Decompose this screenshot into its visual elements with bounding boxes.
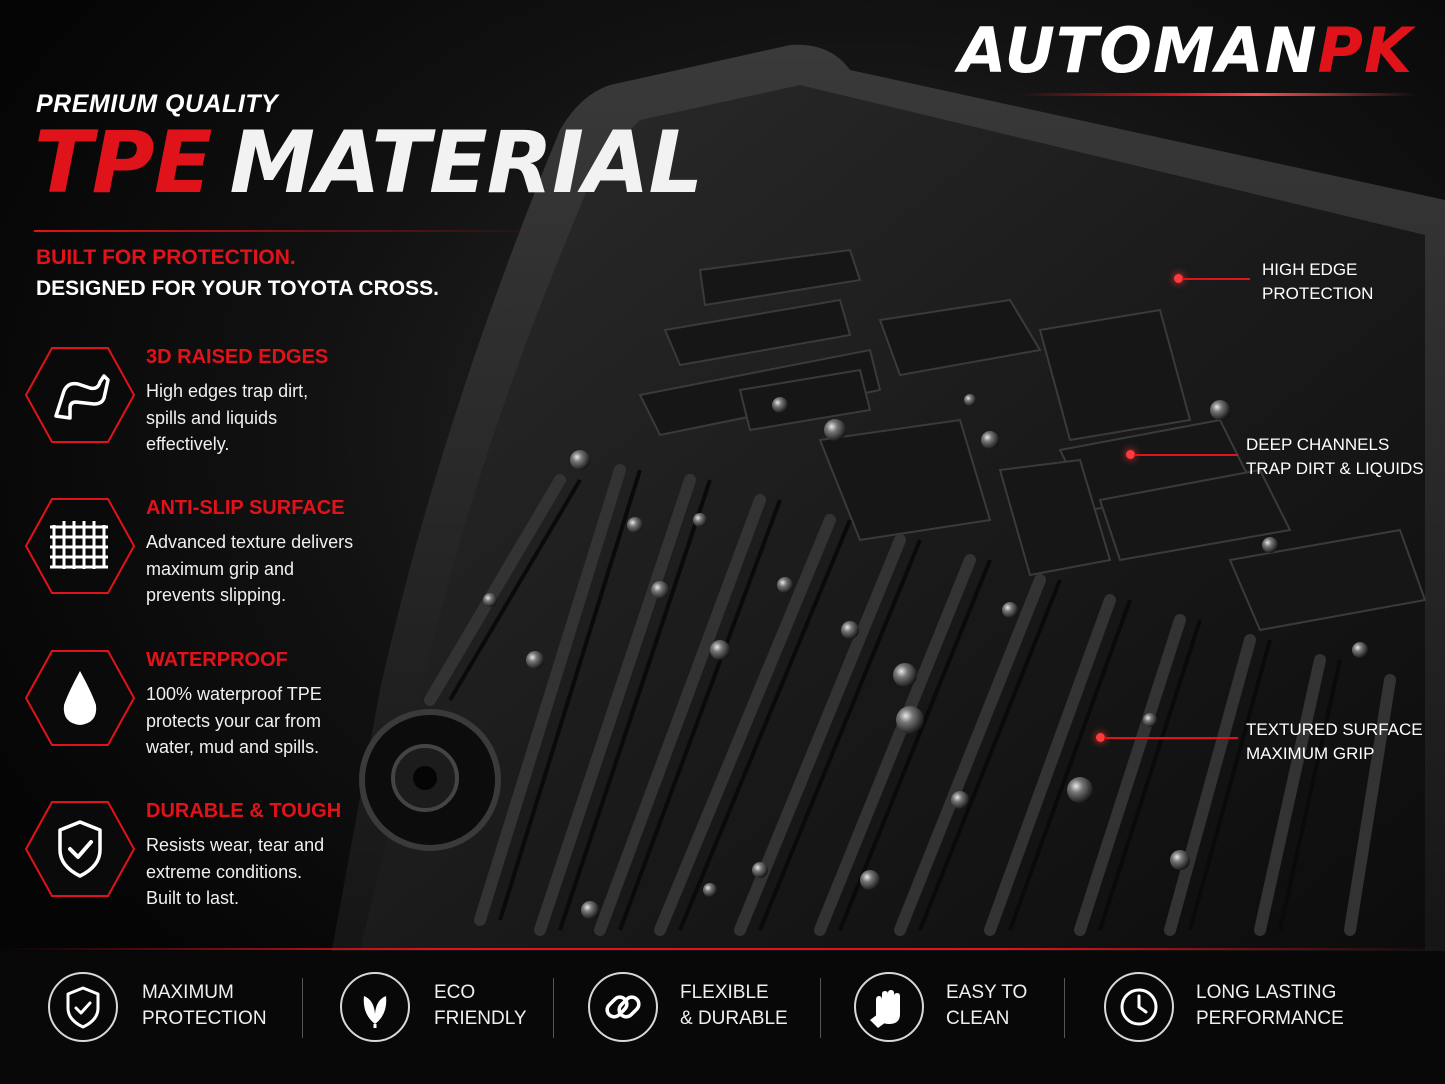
callout-textured-surface: TEXTURED SURFACE MAXIMUM GRIP (1246, 718, 1423, 766)
feature-title: DURABLE & TOUGH (146, 800, 342, 822)
callout-line (1134, 454, 1238, 456)
feature-line: prevents slipping. (146, 585, 287, 605)
benefit-label: FLEXIBLE & DURABLE (680, 980, 788, 1032)
benefit-easy-to-clean: EASY TO CLEAN (854, 968, 1054, 1048)
feature-title: WATERPROOF (146, 649, 288, 671)
feature-line: extreme conditions. (146, 861, 303, 882)
callout-dot (1096, 733, 1105, 742)
feature-line: maximum grip and (146, 558, 295, 579)
callout-line-text: HIGH EDGE (1262, 260, 1358, 279)
callout-line-text: MAXIMUM GRIP (1246, 744, 1375, 763)
benefit-line: PROTECTION (142, 1008, 267, 1029)
feature-line: spills and liquids (146, 407, 278, 428)
callout-high-edge: HIGH EDGE PROTECTION (1262, 258, 1373, 306)
premium-label: PREMIUM QUALITY (36, 90, 279, 118)
benefit-label: ECO FRIENDLY (434, 980, 527, 1032)
feature-description: High edges trap dirt, spills and liquids… (146, 378, 386, 458)
hand-wipe-icon (854, 972, 924, 1042)
benefit-label: LONG LASTING PERFORMANCE (1196, 980, 1344, 1032)
benefit-eco-friendly: ECO FRIENDLY (340, 968, 540, 1048)
chain-link-icon (588, 972, 658, 1042)
separator (302, 978, 303, 1038)
separator (1064, 978, 1065, 1038)
feature-description: 100% waterproof TPE protects your car fr… (146, 681, 386, 761)
brand-name-part2: PK (1317, 14, 1413, 87)
benefit-line: FRIENDLY (434, 1008, 527, 1029)
callout-line (1182, 278, 1250, 280)
feature-title: 3D RAISED EDGES (146, 346, 329, 368)
headline-white: MATERIAL (229, 113, 703, 213)
benefit-label: EASY TO CLEAN (946, 980, 1027, 1032)
brand-underline (1017, 93, 1417, 96)
feature-title: ANTI-SLIP SURFACE (146, 497, 345, 519)
tagline-white: DESIGNED FOR YOUR TOYOTA CROSS. (36, 277, 439, 300)
shield-check-icon (48, 972, 118, 1042)
feature-description: Resists wear, tear and extreme condition… (146, 832, 386, 912)
feature-line: effectively. (146, 434, 230, 454)
callout-dot (1126, 450, 1135, 459)
feature-line: Built to last. (146, 888, 240, 908)
callout-line-text: PROTECTION (1262, 284, 1374, 303)
feature-line: High edges trap dirt, (146, 381, 309, 401)
benefit-line: EASY TO (946, 982, 1028, 1003)
benefit-flexible-durable: FLEXIBLE & DURABLE (588, 968, 808, 1048)
brand-name-part1: AUTOMAN (958, 14, 1318, 87)
feature-line: 100% waterproof TPE (146, 684, 322, 704)
benefit-line: ECO (434, 982, 476, 1003)
grid-texture-icon (24, 498, 136, 594)
callout-line-text: DEEP CHANNELS (1246, 435, 1390, 454)
separator (820, 978, 821, 1038)
benefit-line: PERFORMANCE (1196, 1008, 1344, 1029)
bottom-divider (0, 948, 1445, 950)
tagline-red: BUILT FOR PROTECTION. (36, 246, 296, 269)
feature-line: water, mud and spills. (146, 737, 320, 757)
benefit-label: MAXIMUM PROTECTION (142, 980, 267, 1032)
clock-icon (1104, 972, 1174, 1042)
benefit-long-lasting: LONG LASTING PERFORMANCE (1104, 968, 1364, 1048)
leaf-icon (340, 972, 410, 1042)
water-drop-icon (24, 650, 136, 746)
benefit-line: LONG LASTING (1196, 982, 1337, 1003)
benefit-line: & DURABLE (680, 1008, 788, 1029)
headline-red: TPE (34, 113, 212, 213)
callout-line-text: TEXTURED SURFACE (1246, 720, 1423, 739)
feature-line: Resists wear, tear and (146, 835, 325, 855)
feature-description: Advanced texture delivers maximum grip a… (146, 529, 386, 609)
callout-line (1104, 737, 1238, 739)
callout-line-text: TRAP DIRT & LIQUIDS (1246, 459, 1424, 478)
benefit-line: CLEAN (946, 1008, 1010, 1029)
separator (553, 978, 554, 1038)
benefit-maximum-protection: MAXIMUM PROTECTION (48, 968, 288, 1048)
feature-line: Advanced texture delivers (146, 532, 354, 552)
benefit-line: MAXIMUM (142, 982, 234, 1003)
bottom-bar (0, 951, 1445, 1084)
shield-check-icon (24, 801, 136, 897)
feature-line: protects your car from (146, 710, 322, 731)
benefit-line: FLEXIBLE (680, 982, 769, 1003)
brand-logo: AUTOMANPK (958, 20, 1413, 82)
callout-deep-channels: DEEP CHANNELS TRAP DIRT & LIQUIDS (1246, 433, 1424, 481)
headline-divider (34, 230, 554, 232)
raised-edge-icon (24, 347, 136, 443)
callout-dot (1174, 274, 1183, 283)
